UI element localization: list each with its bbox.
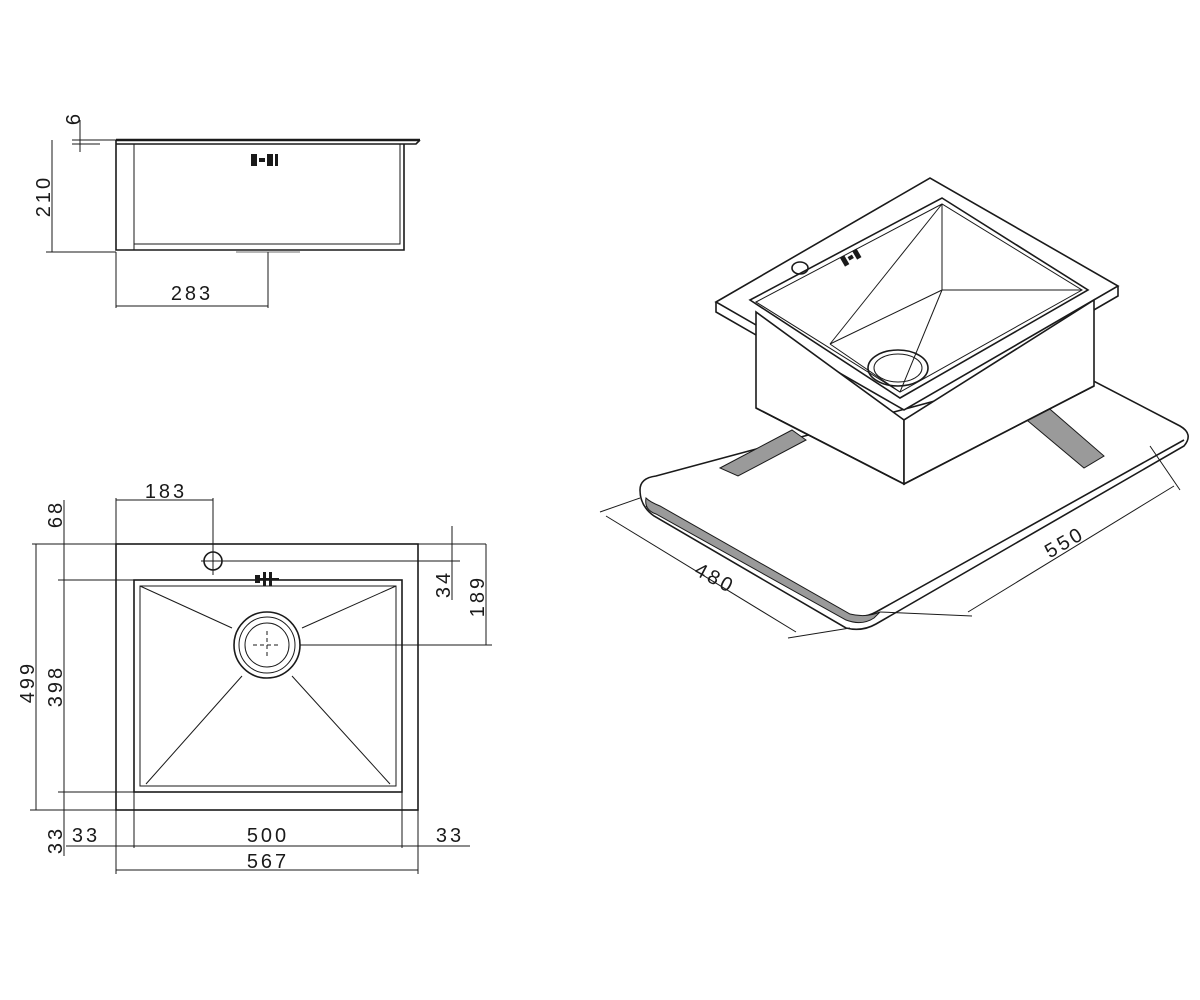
dim-tap-to-edge: 34 xyxy=(433,570,455,598)
dim-overall-depth: 499 xyxy=(17,661,39,703)
iso-sink-body xyxy=(755,298,1095,486)
iso-countertop xyxy=(639,367,1189,631)
iso-overflow-icon xyxy=(840,248,862,267)
iso-tap-hole-icon xyxy=(791,261,809,275)
overflow-icon xyxy=(255,572,279,586)
overflow-icon xyxy=(251,154,278,166)
dim-rear-margin: 68 xyxy=(45,500,67,528)
dim-drain-to-edge: 189 xyxy=(467,575,489,617)
dim-top-thickness: 6 xyxy=(63,111,85,125)
top-view-outer-plate xyxy=(115,543,419,811)
iso-sink-top xyxy=(714,177,1120,421)
dim-bowl-depth: 398 xyxy=(45,665,67,707)
dim-side-depth: 210 xyxy=(33,175,55,217)
drain-icon xyxy=(233,611,301,679)
dim-right-margin: 33 xyxy=(436,825,464,847)
dim-tap-offset: 183 xyxy=(145,481,187,503)
dim-drain-offset: 283 xyxy=(171,283,213,305)
dim-left-margin: 33 xyxy=(72,825,100,847)
iso-view: 480 550 xyxy=(599,177,1189,639)
dim-front-margin: 33 xyxy=(45,826,67,854)
top-view: 183 68 499 398 33 34 189 33 500 33 567 xyxy=(17,481,492,874)
dim-iso-width: 550 xyxy=(1041,523,1089,563)
dim-overall-width: 567 xyxy=(247,851,289,873)
iso-drain-icon xyxy=(867,349,929,387)
dim-bowl-width: 500 xyxy=(247,825,289,847)
side-view-bowl xyxy=(115,140,405,251)
side-view: 6 210 283 xyxy=(33,111,421,308)
